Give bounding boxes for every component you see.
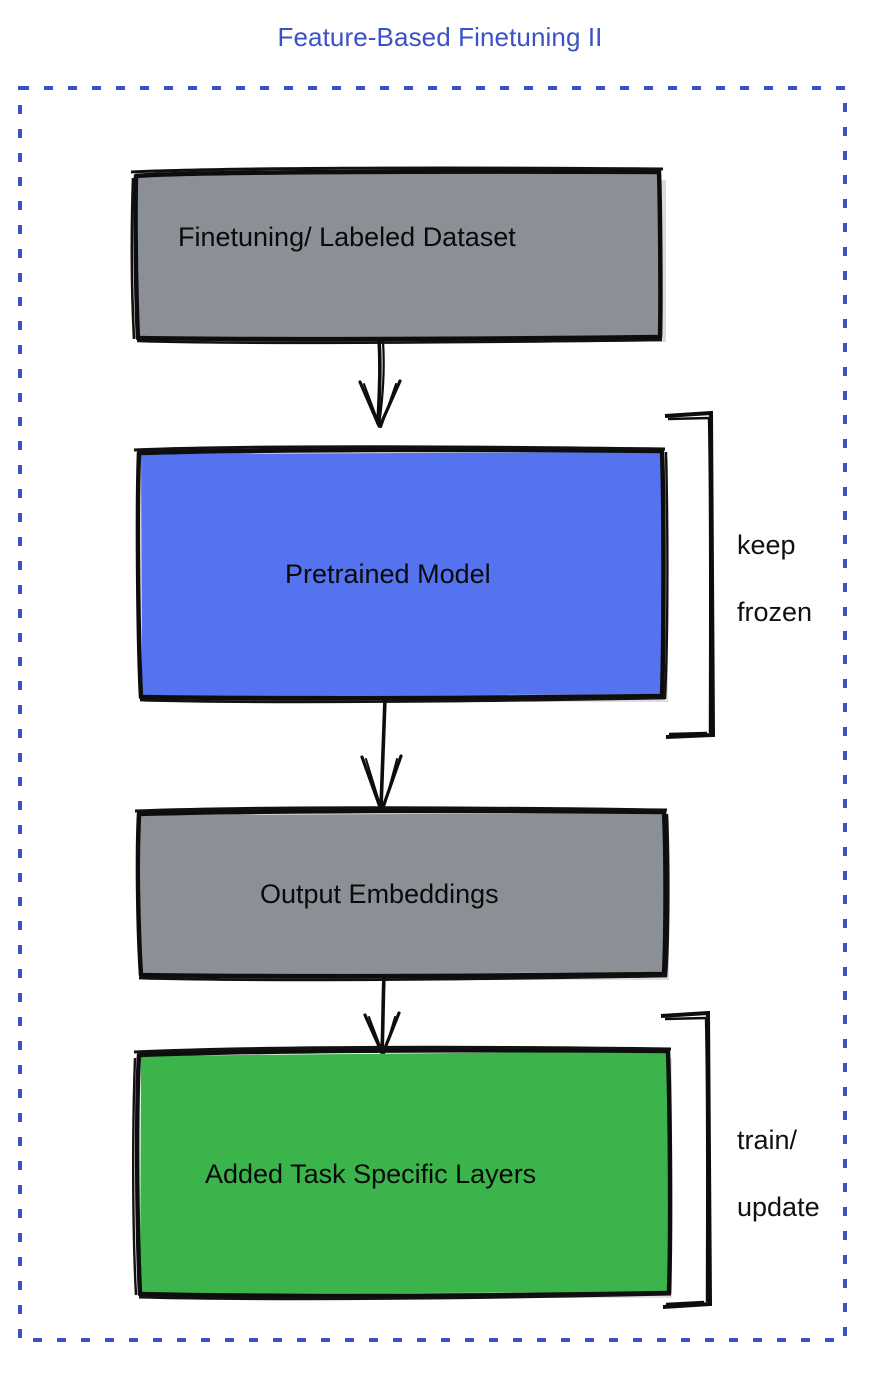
node-task-layers-sketch-left: [131, 1057, 138, 1296]
node-output-embeddings-fill: [140, 813, 665, 975]
node-task-layers-label: Added Task Specific Layers: [205, 1159, 537, 1189]
node-pretrained-model-sketch-top: [133, 445, 666, 452]
dashed-frame: [18, 86, 847, 1342]
node-dataset-label: Finetuning/ Labeled Dataset: [178, 222, 516, 252]
node-output-embeddings-sketch-right: [664, 813, 670, 978]
node-dataset-sketch-bottom: [136, 338, 663, 345]
node-pretrained-model-outline: [135, 447, 666, 701]
node-output-embeddings-label: Output Embeddings: [260, 879, 499, 909]
node-dataset-fill: [137, 172, 661, 338]
node-output-embeddings-outline: [135, 808, 668, 979]
edge-dataset-to-model-arrowhead2: [363, 383, 397, 428]
edge-embeddings-to-layers: [363, 975, 401, 1055]
annotation-train-update-line2: update: [737, 1192, 820, 1223]
node-task-layers-sketch-top: [133, 1045, 672, 1054]
edge-model-to-embeddings-arrowhead2: [365, 758, 398, 812]
node-task-layers-fill: [140, 1051, 670, 1294]
bracket-keep-frozen: [664, 410, 716, 739]
annotation-keep-frozen-line1: keep: [737, 529, 796, 560]
node-dataset-outline: [133, 169, 663, 342]
node-pretrained-model-sketch-bottom: [139, 696, 666, 704]
edge-model-to-embeddings: [360, 698, 403, 812]
bracket-train-update: [660, 1010, 713, 1309]
node-output-embeddings[interactable]: [134, 806, 670, 982]
bracket-keep-frozen-stroke: [664, 410, 716, 739]
edge-dataset-to-model-line: [376, 338, 382, 425]
annotation-keep-frozen-line2: frozen: [737, 597, 813, 628]
annotation-train-update: train/ update: [737, 1090, 820, 1259]
node-dataset[interactable]: [130, 166, 666, 345]
node-output-embeddings-sketch-bottom: [138, 974, 668, 982]
annotation-train-update-line1: train/: [737, 1124, 798, 1155]
node-pretrained-model[interactable]: [133, 445, 669, 704]
bracket-keep-frozen-sketch: [667, 416, 712, 736]
node-task-layers[interactable]: [131, 1045, 673, 1301]
node-pretrained-model-fill: [141, 452, 663, 697]
node-task-layers-sketch-bottom: [138, 1292, 672, 1301]
page-title: Feature-Based Finetuning II: [277, 22, 603, 52]
bracket-train-update-stroke: [660, 1010, 713, 1309]
edge-dataset-to-model-line2: [377, 340, 385, 426]
node-pretrained-model-label: Pretrained Model: [285, 559, 491, 589]
node-pretrained-model-sketch-right: [663, 451, 669, 700]
node-dataset-sketch-top: [130, 166, 664, 174]
edge-model-to-embeddings-line: [379, 698, 387, 809]
node-dataset-sketch-left: [130, 177, 136, 340]
edge-embeddings-to-layers-line: [380, 975, 386, 1053]
annotation-keep-frozen: keep frozen: [737, 495, 812, 664]
bracket-train-update-sketch: [664, 1016, 709, 1306]
edge-dataset-to-model: [358, 338, 402, 428]
node-output-embeddings-sketch-top: [134, 806, 668, 813]
